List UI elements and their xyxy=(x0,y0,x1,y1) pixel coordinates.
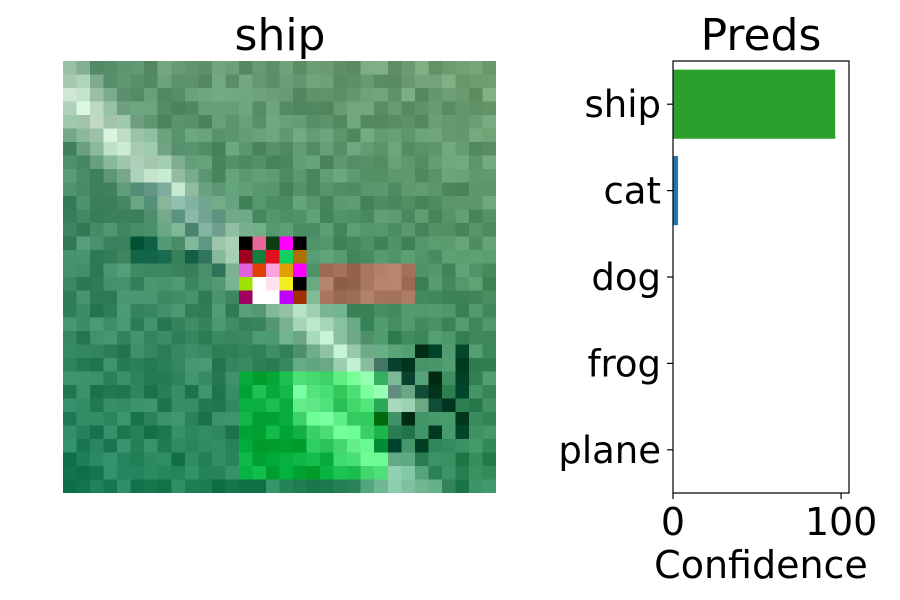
x-axis-label: Confidence xyxy=(654,543,868,587)
y-tick-label-plane: plane xyxy=(558,429,661,472)
bars-group xyxy=(673,69,836,485)
image-title: ship xyxy=(234,10,326,61)
y-tick-label-dog: dog xyxy=(591,256,661,299)
bar-ship xyxy=(673,69,836,139)
input-image xyxy=(63,61,496,493)
bar-cat xyxy=(673,156,679,226)
y-tick-label-ship: ship xyxy=(585,83,662,126)
x-tick-label: 100 xyxy=(805,500,878,544)
y-tick-label-frog: frog xyxy=(587,342,661,385)
x-ticks-group: 0 100 xyxy=(661,493,877,544)
y-tick-label-cat: cat xyxy=(603,170,661,213)
chart-title: Preds xyxy=(700,10,822,61)
y-ticks-group: ship cat dog frog plane xyxy=(558,83,673,472)
x-tick-label: 0 xyxy=(661,500,685,544)
